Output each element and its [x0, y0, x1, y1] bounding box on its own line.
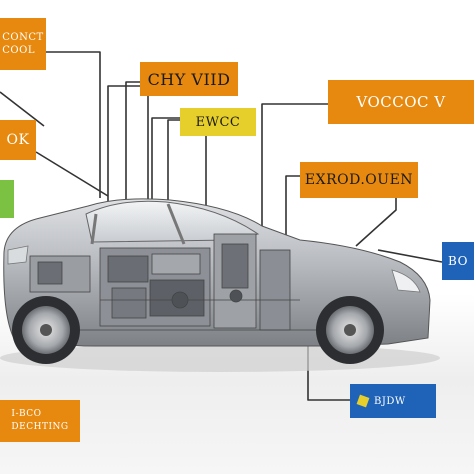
label-top-right-text: VOCCOC V — [356, 93, 446, 111]
label-yellow-center: EWCC — [180, 108, 256, 136]
label-bottom-left-text: I-BCO DECHTING — [11, 408, 69, 433]
label-right-mid-text: EXROD.OUEN — [304, 172, 414, 188]
leader-top-center-a — [107, 85, 140, 212]
label-left-mid-text: OK — [6, 132, 30, 148]
internal-components — [29, 233, 320, 331]
cabin-pillar — [166, 203, 186, 245]
leader-top-left — [44, 51, 101, 198]
label-top-center-text: CHY VIID — [147, 69, 231, 89]
leader-top-center-b — [125, 81, 140, 214]
rear-wheel — [12, 296, 80, 364]
connector-icon — [356, 394, 370, 408]
taillight — [7, 245, 29, 265]
label-top-left-text: CONCT COOL — [2, 32, 44, 56]
leader-yellow-b — [167, 119, 182, 218]
headlight — [391, 269, 421, 293]
leader-yellow-a — [151, 117, 182, 218]
car-cabin — [85, 200, 260, 243]
label-right-mid: EXROD.OUEN — [300, 162, 418, 198]
cabin-pillar-rear — [90, 213, 98, 245]
label-bottom-right: BJDW — [350, 384, 436, 418]
label-left-mid: OK — [0, 120, 36, 160]
label-top-right: VOCCOC V — [328, 80, 474, 124]
label-right-blue-text: BO — [448, 254, 468, 268]
label-top-left: CONCT COOL — [0, 18, 46, 70]
label-bottom-left: I-BCO DECHTING — [0, 400, 80, 442]
label-top-center: CHY VIID — [140, 62, 238, 96]
green-tab — [0, 180, 14, 218]
front-wheel — [316, 296, 384, 364]
leader-topleft-edge — [0, 91, 45, 127]
label-right-blue: BO — [442, 242, 474, 280]
leader-blue — [377, 249, 443, 263]
label-yellow-center-text: EWCC — [195, 114, 241, 130]
leader-left-mid — [35, 151, 109, 197]
leader-top-right — [261, 103, 328, 240]
label-bottom-right-text: BJDW — [374, 395, 406, 407]
